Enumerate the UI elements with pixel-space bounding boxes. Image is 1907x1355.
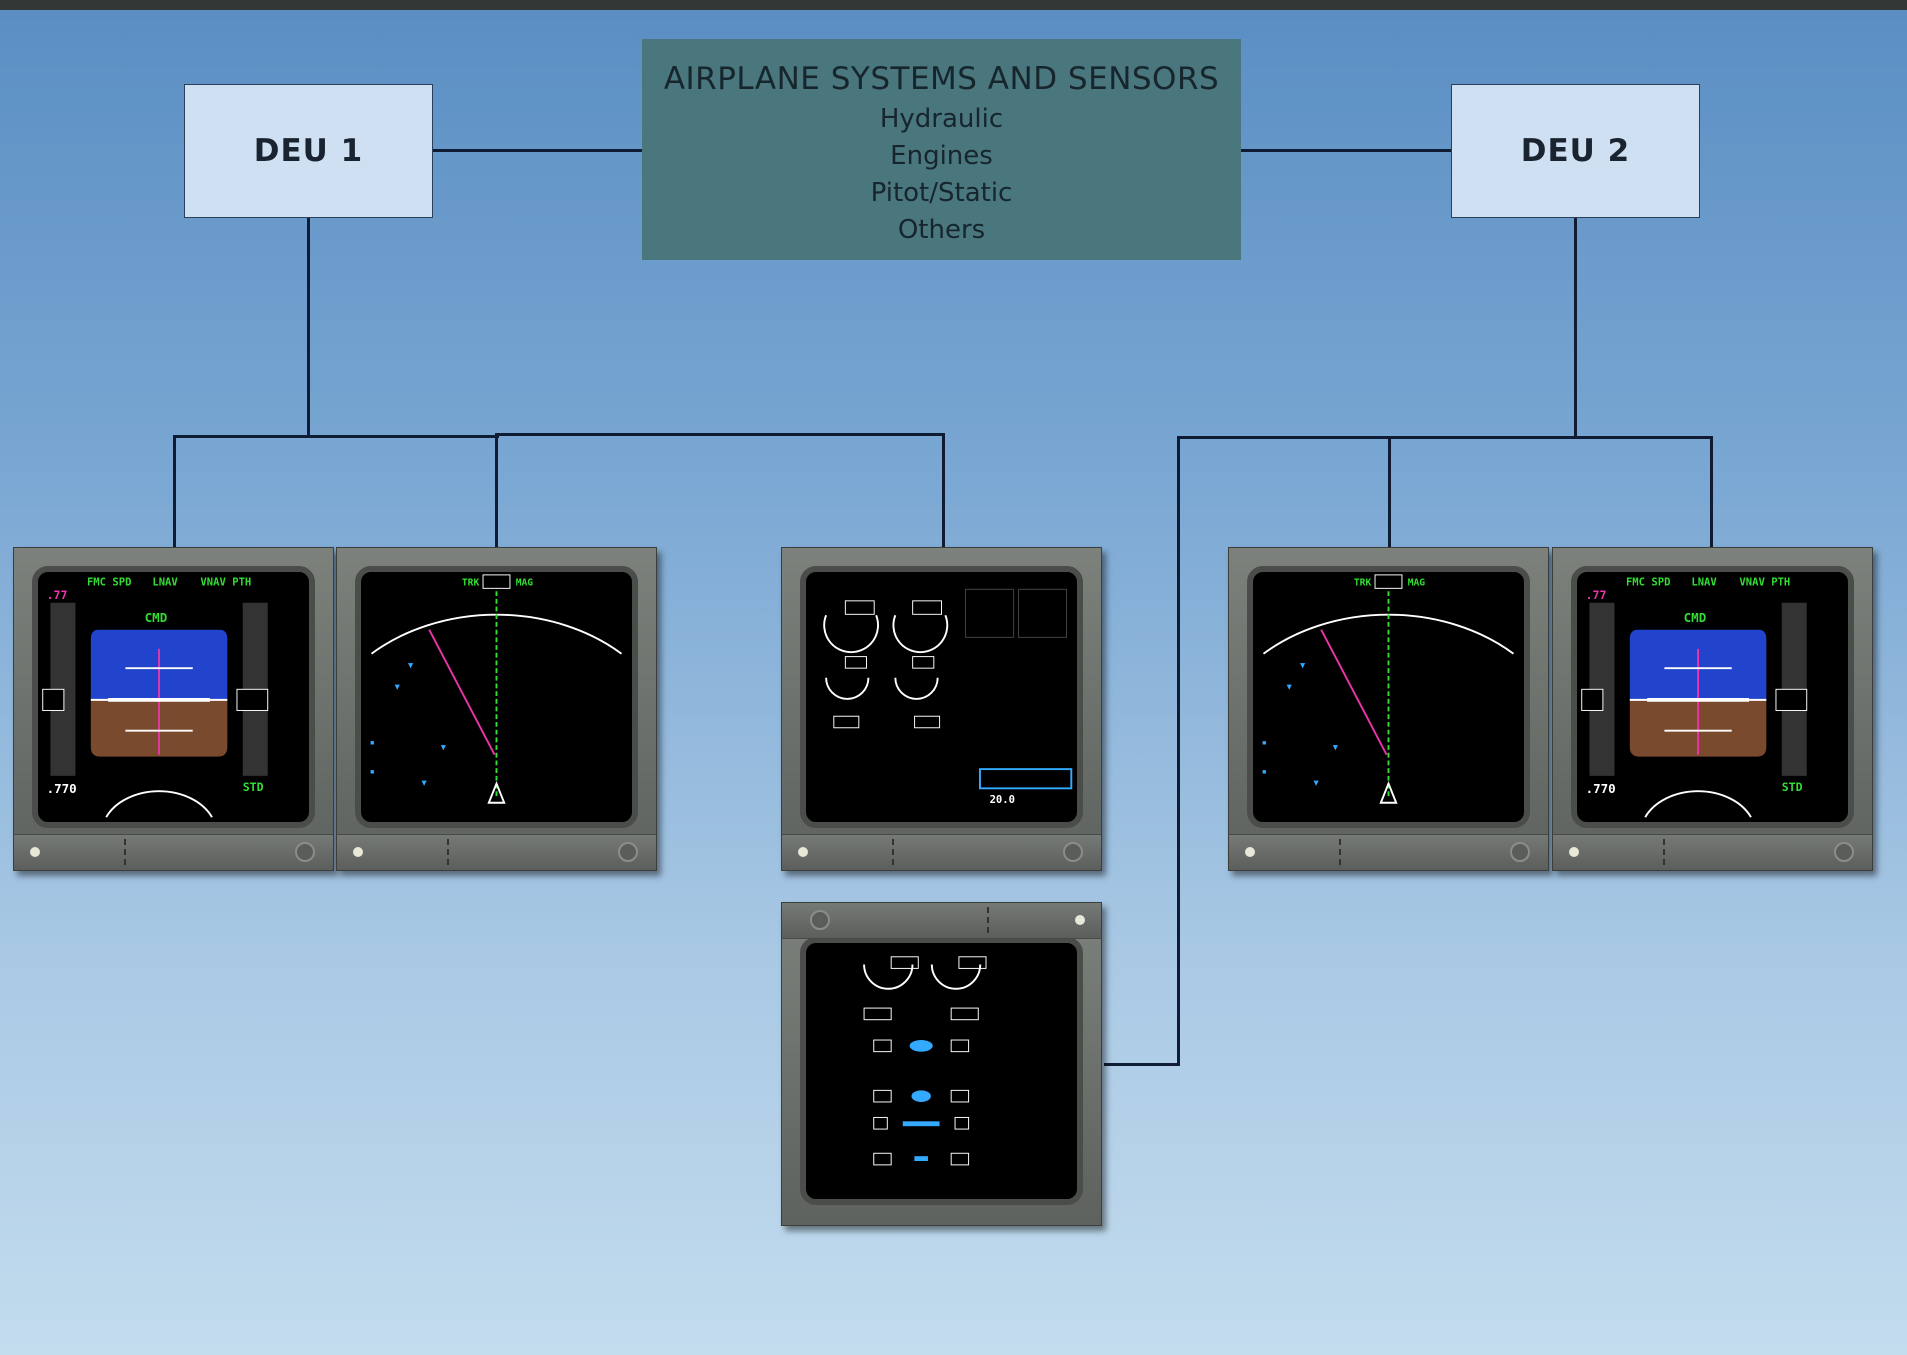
connector-deu1-bus-right: [495, 433, 945, 436]
pfd-baro-setting: STD: [243, 780, 264, 794]
display-bezel-strip: [1553, 834, 1872, 870]
brightness-knob[interactable]: [1510, 842, 1530, 862]
display-bezel-strip: [782, 903, 1101, 939]
display-screen: FMC SPD LNAV VNAV PTH .77 CMD .770 STD: [32, 566, 315, 828]
pfd-graphic: FMC SPD LNAV VNAV PTH .77 CMD .770 STD: [1581, 576, 1808, 818]
connector-deu1-down: [307, 218, 310, 438]
pfd-graphic: FMC SPD LNAV VNAV PTH .77 CMD .770 STD: [42, 576, 269, 818]
pfd-mach-readout: .770: [1586, 781, 1616, 796]
first-officer-pfd-display: FMC SPD LNAV VNAV PTH .77 CMD .770 STD: [1552, 547, 1873, 871]
pfd-mode-speed: FMC SPD: [1626, 576, 1671, 588]
nd-mag-label: MAG: [1408, 577, 1426, 588]
deu-1-box: DEU 1: [184, 84, 433, 218]
svg-text:▼: ▼: [1314, 778, 1320, 788]
indicator-light-icon: [353, 847, 363, 857]
nd-graphic: TRK MAG ▼ ▼ ▼ ▼ ▪ ▪: [1262, 574, 1515, 804]
connector-deu2-down: [1574, 218, 1577, 438]
pfd-mach-target: .77: [1586, 588, 1607, 602]
latch-icon: [447, 839, 451, 865]
display-screen: TRK MAG ▼ ▼ ▼ ▼ ▪ ▪: [355, 566, 638, 828]
indicator-light-icon: [1075, 915, 1085, 925]
captain-nd-display: TRK MAG ▼ ▼ ▼ ▼ ▪ ▪: [336, 547, 657, 871]
connector-to-right-pfd: [1710, 436, 1713, 547]
pfd-mode-roll: LNAV: [152, 576, 178, 588]
latch-icon: [1663, 839, 1667, 865]
indicator-light-icon: [1245, 847, 1255, 857]
first-officer-nd-display: TRK MAG ▼ ▼ ▼ ▼ ▪ ▪: [1228, 547, 1549, 871]
display-screen: FMC SPD LNAV VNAV PTH .77 CMD .770 STD: [1571, 566, 1854, 828]
latch-icon: [124, 839, 128, 865]
latch-icon: [987, 907, 991, 933]
deu-1-label: DEU 1: [253, 133, 364, 169]
airplane-systems-box: AIRPLANE SYSTEMS AND SENSORS Hydraulic E…: [642, 39, 1241, 260]
display-bezel-strip: [1229, 834, 1548, 870]
svg-text:▪: ▪: [370, 738, 375, 748]
connector-to-left-nd: [495, 433, 498, 547]
svg-text:▪: ▪: [370, 767, 375, 777]
connector-to-left-pfd: [173, 435, 176, 547]
window-top-bar: [0, 0, 1907, 10]
display-bezel-strip: [14, 834, 333, 870]
pfd-autopilot-status: CMD: [1684, 610, 1707, 625]
display-screen: [800, 937, 1083, 1205]
lower-eicas-graphic: [863, 956, 987, 1166]
connector-deu2-bus: [1177, 436, 1713, 439]
svg-text:▼: ▼: [395, 682, 401, 692]
pfd-mach-readout: .770: [47, 781, 77, 796]
eicas-tat-readout: 20.0: [990, 794, 1015, 806]
svg-text:▼: ▼: [441, 743, 447, 753]
deu-2-box: DEU 2: [1451, 84, 1700, 218]
system-item-hydraulic: Hydraulic: [879, 104, 1004, 134]
indicator-light-icon: [1569, 847, 1579, 857]
system-item-others: Others: [897, 215, 986, 245]
deu-2-label: DEU 2: [1520, 133, 1631, 169]
connector-deu1-systems: [433, 149, 642, 152]
svg-text:▼: ▼: [408, 661, 414, 671]
svg-text:▼: ▼: [1300, 661, 1306, 671]
pfd-mode-roll: LNAV: [1691, 576, 1717, 588]
lower-eicas-display: [781, 902, 1102, 1226]
brightness-knob[interactable]: [1834, 842, 1854, 862]
connector-deu1-bus-left: [173, 435, 499, 438]
connector-to-upper-eicas: [942, 433, 945, 547]
pfd-mach-target: .77: [47, 588, 68, 602]
display-screen: 20.0: [800, 566, 1083, 828]
indicator-light-icon: [798, 847, 808, 857]
connector-to-lower-eicas-h: [1104, 1063, 1180, 1066]
latch-icon: [892, 839, 896, 865]
display-bezel-strip: [782, 834, 1101, 870]
nd-trk-label: TRK: [1354, 577, 1372, 588]
nd-mag-label: MAG: [516, 577, 534, 588]
pfd-mode-speed: FMC SPD: [87, 576, 132, 588]
latch-icon: [1339, 839, 1343, 865]
brightness-knob[interactable]: [810, 910, 830, 930]
nd-graphic: TRK MAG ▼ ▼ ▼ ▼ ▪ ▪: [370, 574, 623, 804]
systems-title: AIRPLANE SYSTEMS AND SENSORS: [663, 61, 1220, 97]
pfd-mode-pitch: VNAV PTH: [200, 576, 251, 588]
eicas-graphic: 20.0: [823, 588, 1073, 806]
brightness-knob[interactable]: [1063, 842, 1083, 862]
brightness-knob[interactable]: [618, 842, 638, 862]
display-screen: TRK MAG ▼ ▼ ▼ ▼ ▪ ▪: [1247, 566, 1530, 828]
brightness-knob[interactable]: [295, 842, 315, 862]
svg-text:▼: ▼: [422, 778, 428, 788]
svg-text:▼: ▼: [1333, 743, 1339, 753]
indicator-light-icon: [30, 847, 40, 857]
connector-to-right-nd: [1388, 436, 1391, 547]
connector-to-lower-eicas-v: [1177, 436, 1180, 1066]
upper-eicas-display: 20.0: [781, 547, 1102, 871]
nd-trk-label: TRK: [462, 577, 480, 588]
system-item-engines: Engines: [890, 141, 993, 171]
connector-systems-deu2: [1241, 149, 1451, 152]
svg-text:▼: ▼: [1287, 682, 1293, 692]
system-item-pitot-static: Pitot/Static: [870, 178, 1013, 208]
captain-pfd-display: FMC SPD LNAV VNAV PTH .77 CMD .770 STD: [13, 547, 334, 871]
svg-text:▪: ▪: [1262, 738, 1267, 748]
pfd-baro-setting: STD: [1782, 780, 1803, 794]
svg-text:▪: ▪: [1262, 767, 1267, 777]
display-bezel-strip: [337, 834, 656, 870]
pfd-mode-pitch: VNAV PTH: [1739, 576, 1790, 588]
pfd-autopilot-status: CMD: [145, 610, 168, 625]
